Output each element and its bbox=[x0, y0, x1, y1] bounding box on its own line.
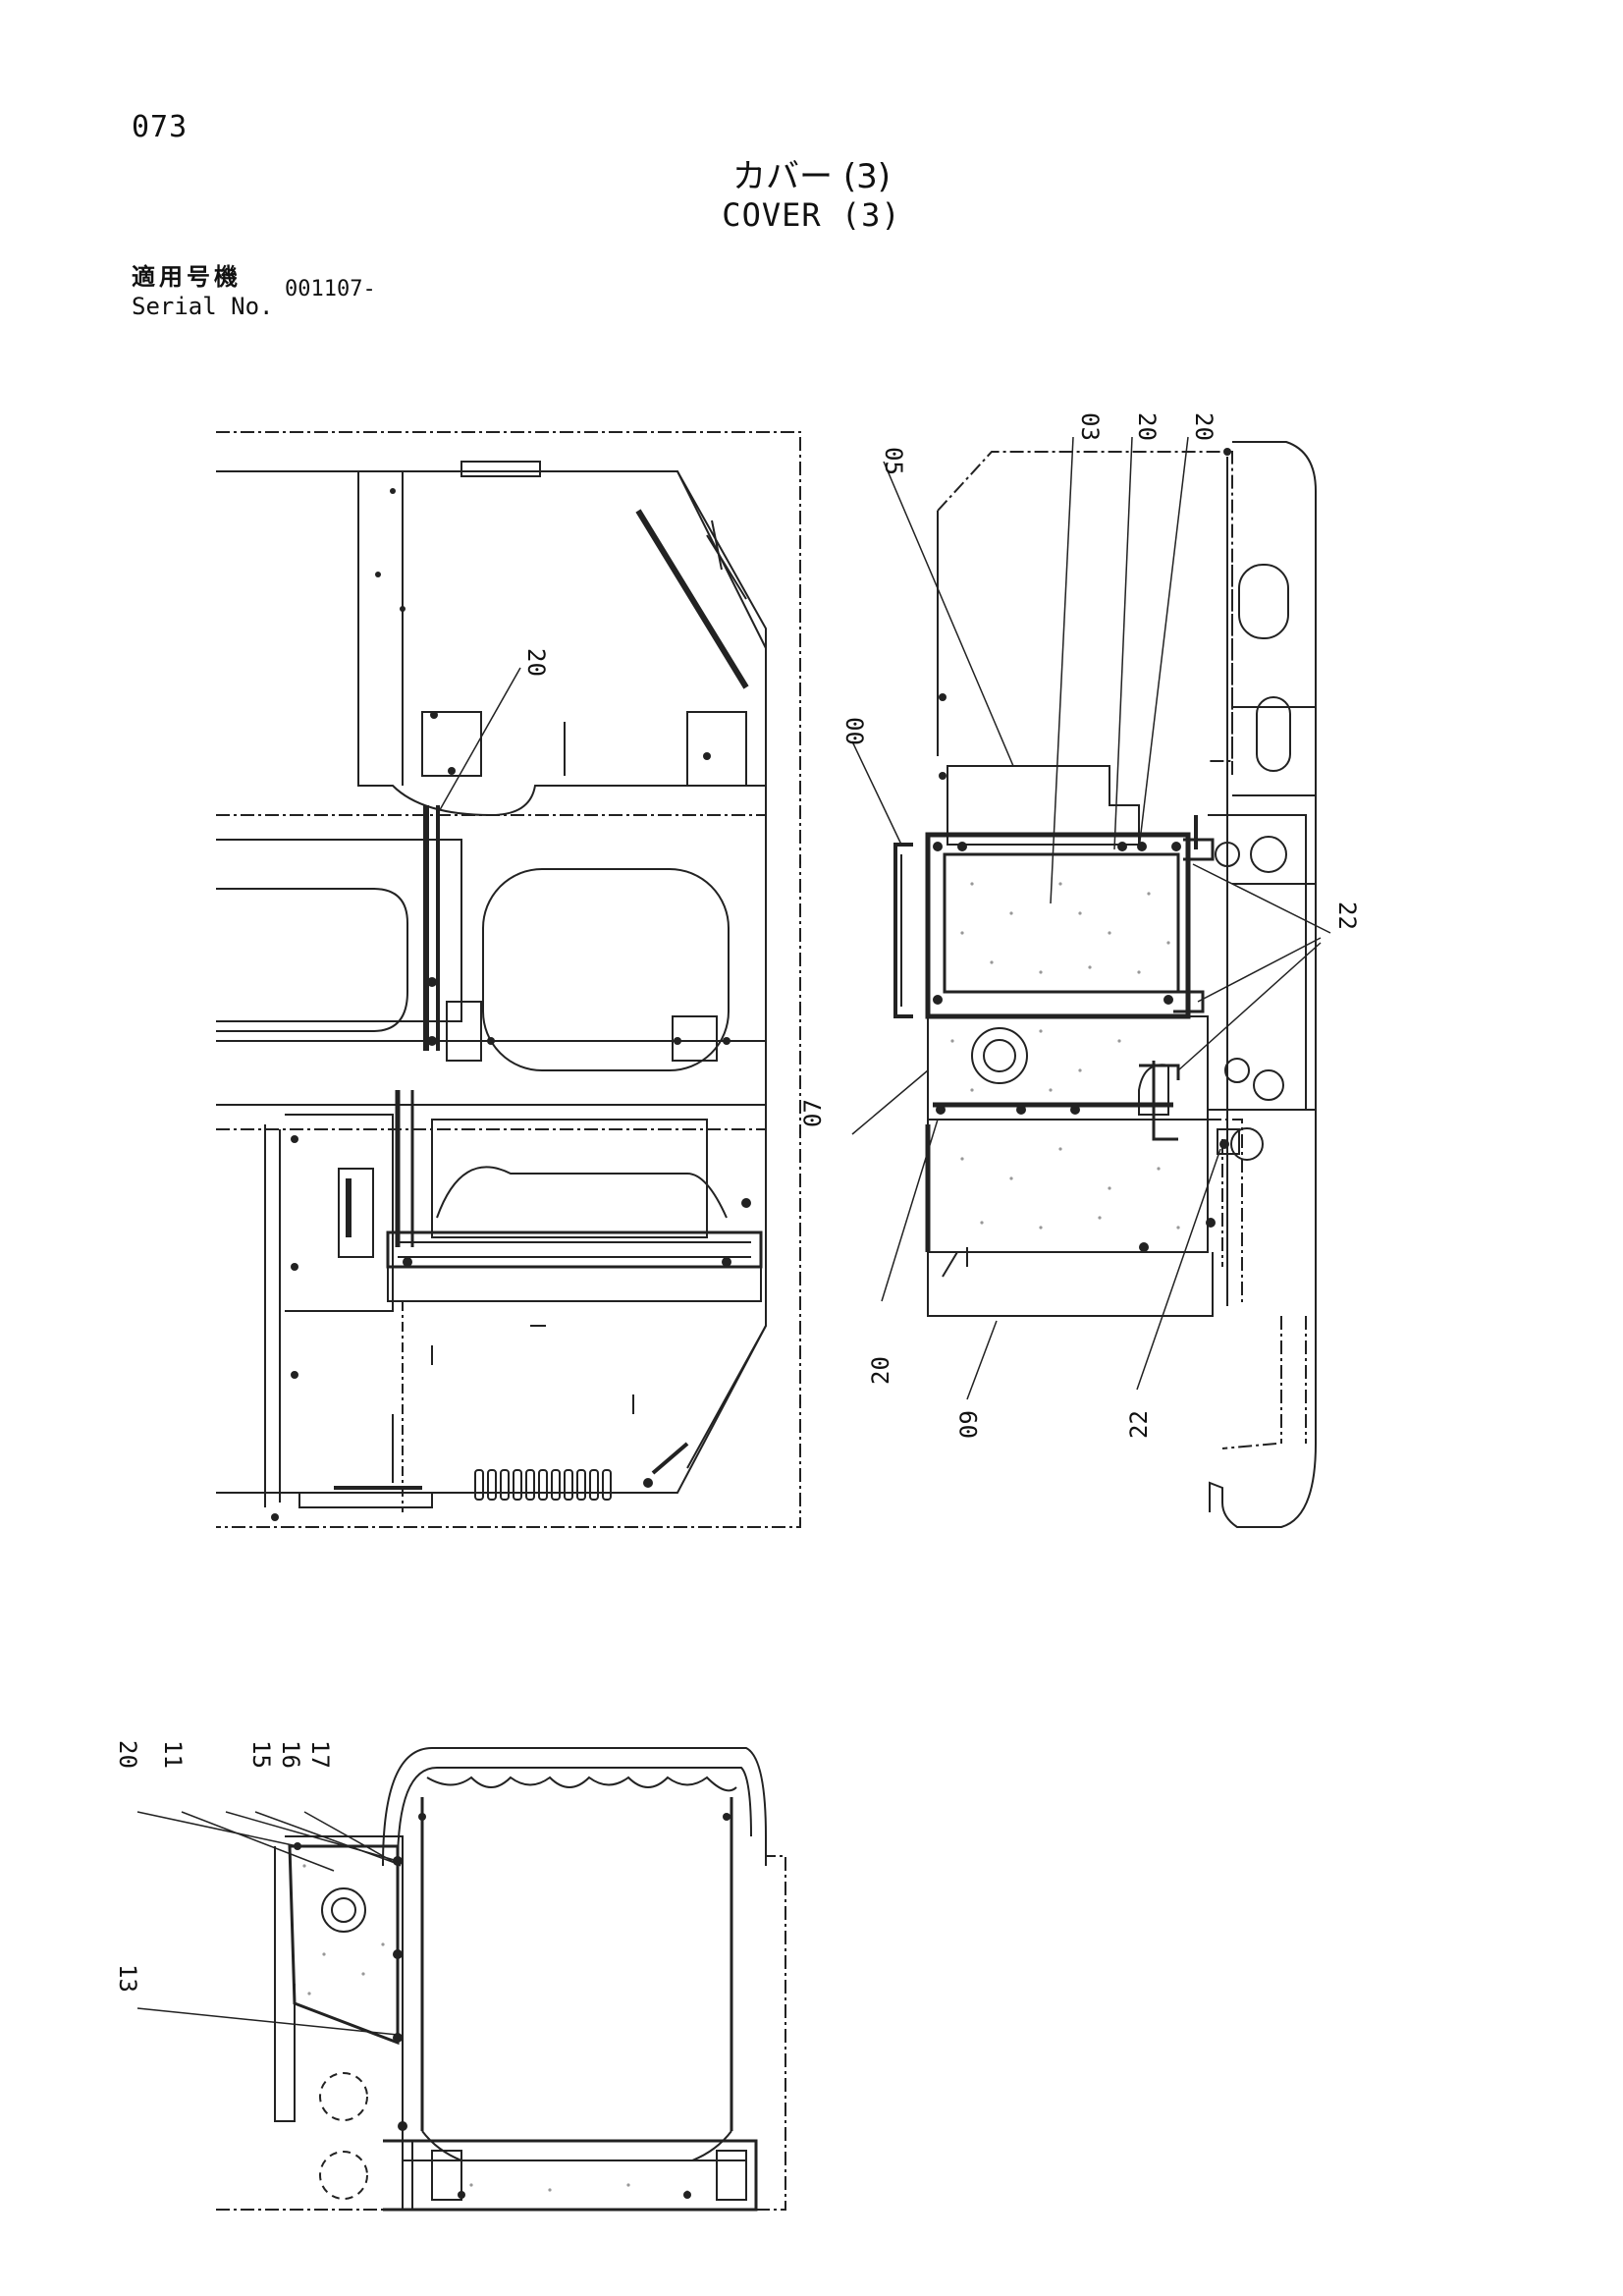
callout-09: 09 bbox=[955, 1410, 983, 1439]
callout-22c: 22 bbox=[1125, 1410, 1153, 1439]
serial-number-value: 001107- bbox=[285, 277, 376, 301]
serial-label-english: Serial No. bbox=[132, 293, 274, 320]
callout-20d: 20 bbox=[114, 1740, 141, 1769]
callout-20b: 20 bbox=[1190, 412, 1217, 441]
callout-16: 16 bbox=[277, 1740, 304, 1769]
right-view bbox=[851, 436, 1331, 1528]
bottom-view bbox=[136, 1747, 786, 2212]
callout-20c: 20 bbox=[867, 1356, 894, 1385]
callout-15: 15 bbox=[247, 1740, 275, 1769]
serial-label-japanese: 適用号機 bbox=[132, 263, 242, 291]
callout-20-left: 20 bbox=[522, 648, 550, 677]
callout-05: 05 bbox=[880, 447, 907, 475]
callout-20a: 20 bbox=[1133, 412, 1161, 441]
callout-22a: 22 bbox=[1333, 902, 1361, 930]
callout-13: 13 bbox=[114, 1964, 141, 1993]
callout-07: 07 bbox=[799, 1099, 827, 1127]
left-view bbox=[216, 431, 801, 1528]
page-number: 073 bbox=[132, 110, 189, 144]
callout-00: 00 bbox=[840, 717, 868, 745]
callout-03: 03 bbox=[1076, 412, 1104, 441]
callout-labels: 03 20 20 05 00 20 22 07 20 09 22 20 11 1… bbox=[114, 412, 1361, 1993]
page-title-japanese: カバー (3) bbox=[732, 157, 891, 196]
callout-11: 11 bbox=[159, 1740, 187, 1769]
page-title-english: COVER (3) bbox=[722, 196, 901, 234]
callout-17: 17 bbox=[306, 1740, 334, 1769]
